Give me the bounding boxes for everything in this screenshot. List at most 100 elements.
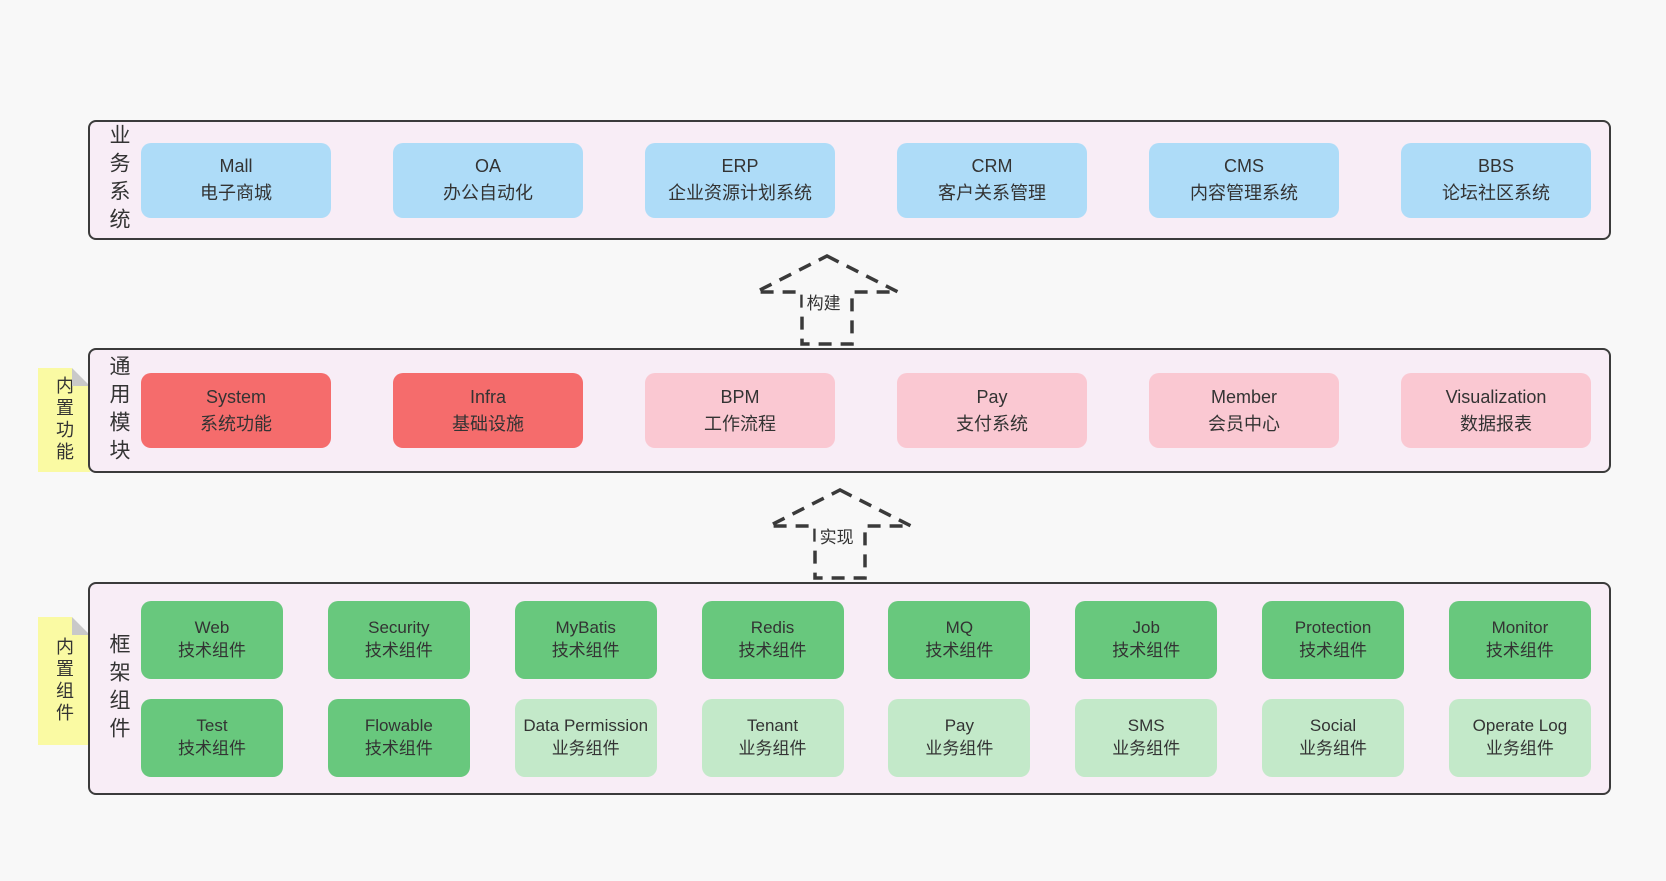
box-subtitle: 技术组件 [925, 640, 994, 660]
box-subtitle: 办公自动化 [443, 183, 533, 203]
layer-title: 业务系统 [107, 124, 130, 236]
layer-title: 通用模块 [107, 354, 130, 467]
business-boxes: Mall 电子商城 OA 办公自动化 ERP 企业资源计划系统 CRM 客户关系… [141, 142, 1609, 218]
box-security: Security 技术组件 [327, 600, 470, 679]
box-title: Mall [219, 156, 253, 176]
box-subtitle: 业务组件 [1485, 738, 1554, 758]
arrow-label: 构建 [802, 292, 845, 317]
box-bbs: BBS 论坛社区系统 [1401, 142, 1591, 218]
box-cms: CMS 内容管理系统 [1149, 142, 1339, 218]
box-subtitle: 技术组件 [1112, 640, 1181, 660]
layer-common-modules: 通用模块 System 系统功能 Infra 基础设施 BPM 工作流程 Pay… [88, 348, 1611, 473]
module-boxes: System 系统功能 Infra 基础设施 BPM 工作流程 Pay 支付系统… [141, 373, 1609, 448]
box-title: Web [194, 617, 230, 637]
box-title: Operate Log [1472, 715, 1568, 735]
box-subtitle: 会员中心 [1208, 413, 1280, 434]
box-subtitle: 企业资源计划系统 [668, 183, 812, 203]
box-subtitle: 基础设施 [452, 413, 524, 434]
box-title: BPM [720, 386, 760, 407]
arrow-implement-icon: 实现 [765, 486, 915, 582]
box-flowable: Flowable 技术组件 [327, 698, 470, 777]
box-subtitle: 业务组件 [551, 738, 620, 758]
box-title: CRM [971, 156, 1013, 176]
box-mybatis: MyBatis 技术组件 [514, 600, 657, 679]
box-mall: Mall 电子商城 [141, 142, 331, 218]
box-subtitle: 论坛社区系统 [1442, 183, 1550, 203]
box-operate-log: Operate Log 业务组件 [1448, 698, 1591, 777]
box-mq: MQ 技术组件 [888, 600, 1031, 679]
box-subtitle: 技术组件 [178, 640, 246, 660]
layer-business-systems: 业务系统 Mall 电子商城 OA 办公自动化 ERP 企业资源计划系统 CRM… [88, 120, 1611, 240]
box-visualization: Visualization 数据报表 [1401, 373, 1591, 448]
box-title: Visualization [1445, 386, 1547, 407]
box-title: CMS [1224, 156, 1264, 176]
box-subtitle: 系统功能 [200, 413, 272, 434]
box-subtitle: 技术组件 [1299, 640, 1368, 660]
box-subtitle: 支付系统 [956, 413, 1028, 434]
box-web: Web 技术组件 [141, 600, 283, 679]
arrow-build-icon: 构建 [752, 252, 902, 348]
box-redis: Redis 技术组件 [701, 600, 844, 679]
component-row-1: Web 技术组件 Security 技术组件 MyBatis 技术组件 Redi… [141, 600, 1591, 679]
box-member: Member 会员中心 [1149, 373, 1339, 448]
box-subtitle: 工作流程 [704, 413, 776, 434]
box-title: Pay [976, 386, 1008, 407]
box-protection: Protection 技术组件 [1262, 600, 1405, 679]
box-title: Test [196, 715, 228, 735]
box-title: Job [1132, 617, 1160, 637]
box-subtitle: 业务组件 [738, 738, 807, 758]
note-label: 内置功能 [54, 376, 74, 464]
box-subtitle: 技术组件 [1485, 640, 1554, 660]
box-subtitle: 业务组件 [1112, 738, 1181, 758]
box-title: OA [474, 156, 501, 176]
arrow-label: 实现 [815, 526, 858, 551]
box-subtitle: 技术组件 [364, 640, 433, 660]
box-subtitle: 业务组件 [925, 738, 994, 758]
box-pay: Pay 支付系统 [897, 373, 1087, 448]
box-title: Tenant [747, 715, 799, 735]
box-title: Redis [750, 617, 795, 637]
note-label: 内置组件 [54, 637, 74, 725]
box-subtitle: 内容管理系统 [1190, 183, 1298, 203]
box-subtitle: 电子商城 [200, 183, 272, 203]
box-tenant: Tenant 业务组件 [701, 698, 844, 777]
box-subtitle: 客户关系管理 [938, 183, 1046, 203]
box-sms: SMS 业务组件 [1075, 698, 1218, 777]
box-job: Job 技术组件 [1075, 600, 1218, 679]
box-title: Protection [1294, 617, 1372, 637]
component-grid: Web 技术组件 Security 技术组件 MyBatis 技术组件 Redi… [141, 600, 1609, 777]
box-social: Social 业务组件 [1262, 698, 1405, 777]
sticky-note-built-in-features: 内置功能 [38, 368, 90, 472]
box-subtitle: 数据报表 [1460, 413, 1532, 434]
box-title: SMS [1127, 715, 1165, 735]
box-bpm: BPM 工作流程 [645, 373, 835, 448]
box-title: Data Permission [523, 715, 649, 735]
layer-title: 框架组件 [107, 632, 130, 745]
box-monitor: Monitor 技术组件 [1448, 600, 1591, 679]
box-title: MyBatis [555, 617, 616, 637]
box-test: Test 技术组件 [141, 698, 283, 777]
box-system: System 系统功能 [141, 373, 331, 448]
box-crm: CRM 客户关系管理 [897, 142, 1087, 218]
box-title: Flowable [364, 715, 433, 735]
box-title: System [205, 386, 266, 407]
box-title: MQ [945, 617, 974, 637]
box-title: Monitor [1491, 617, 1549, 637]
sticky-note-built-in-components: 内置组件 [38, 617, 90, 745]
box-title: ERP [721, 156, 759, 176]
layer-framework-components: 框架组件 Web 技术组件 Security 技术组件 MyBatis 技术组件… [88, 582, 1611, 795]
box-title: BBS [1477, 156, 1515, 176]
box-oa: OA 办公自动化 [393, 142, 583, 218]
box-title: Infra [469, 386, 507, 407]
box-infra: Infra 基础设施 [393, 373, 583, 448]
folded-corner-icon [72, 617, 90, 635]
box-title: Security [368, 617, 430, 637]
box-subtitle: 业务组件 [1299, 738, 1368, 758]
component-row-2: Test 技术组件 Flowable 技术组件 Data Permission … [141, 698, 1591, 777]
folded-corner-icon [72, 368, 90, 386]
box-subtitle: 技术组件 [364, 738, 433, 758]
box-title: Pay [944, 715, 975, 735]
box-data-permission: Data Permission 业务组件 [514, 698, 657, 777]
box-title: Member [1210, 386, 1277, 407]
